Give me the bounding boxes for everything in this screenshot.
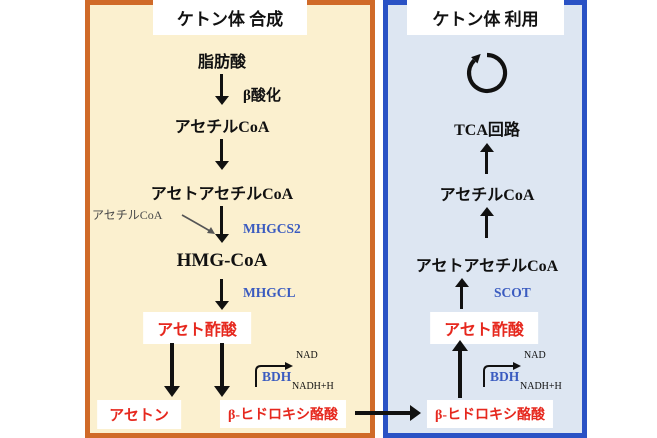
synthesis-title: ケトン体 合成 xyxy=(153,0,307,35)
arrow-acetoacetate-to-acetoacetylcoa xyxy=(460,287,463,309)
arrow-acetoacetylcoa-to-hmgcoa xyxy=(220,206,223,234)
arrow-hmgcoa-to-acetoacetate xyxy=(220,279,223,301)
node-acetoacetate-left: アセト酢酸 xyxy=(143,312,251,344)
tca-cycle-arrow-icon xyxy=(466,52,508,94)
node-acetyl-coa-left: アセチルCoA xyxy=(174,119,270,136)
label-acetyl-coa-side: アセチルCoA xyxy=(92,208,163,222)
cofactor-bent-arrow-icon xyxy=(255,362,293,387)
enzyme-bdh-right: BDH xyxy=(490,369,520,384)
arrow-bhb-to-acetoacetate xyxy=(458,351,462,398)
utilization-title: ケトン体 利用 xyxy=(407,0,564,35)
label-nadh-right: NADH+H xyxy=(520,381,562,392)
node-tca-cycle: TCA回路 xyxy=(454,122,520,139)
node-hmg-coa: HMG-CoA xyxy=(176,250,268,271)
node-acetoacetyl-coa-right: アセトアセチルCoA xyxy=(415,258,559,275)
node-bhb-left: β-ヒドロキシ酪酸 xyxy=(219,400,347,428)
bdh-reaction-group-left: NAD BDH NADH+H xyxy=(250,350,354,396)
arrow-bhb-transfer xyxy=(355,411,411,415)
arrow-acetylcoa-to-tca xyxy=(485,152,488,174)
arrow-fattyacid-to-acetylcoa xyxy=(220,74,223,96)
node-acetone: アセトン xyxy=(97,400,181,429)
curved-arrow-acetylcoa-join-icon xyxy=(181,214,215,234)
arrow-acetylcoa-to-acetoacetylcoa xyxy=(220,139,223,161)
bdh-reaction-group-right: NAD BDH NADH+H xyxy=(478,350,582,396)
arrow-acetoacetate-to-acetone xyxy=(170,343,174,386)
arrow-acetoacetate-to-bhb-left xyxy=(220,343,224,386)
label-beta-oxidation: β酸化 xyxy=(243,88,281,104)
label-nad-left: NAD xyxy=(296,350,318,361)
cofactor-bent-arrow-icon xyxy=(483,362,521,387)
label-nadh-left: NADH+H xyxy=(292,381,334,392)
node-acetoacetyl-coa-left: アセトアセチルCoA xyxy=(150,186,294,203)
node-acetoacetate-right: アセト酢酸 xyxy=(430,312,538,344)
label-nad-right: NAD xyxy=(524,350,546,361)
enzyme-mhgcl: MHGCL xyxy=(243,285,296,300)
enzyme-scot: SCOT xyxy=(494,285,531,300)
enzyme-bdh-left: BDH xyxy=(262,369,292,384)
synthesis-panel xyxy=(85,0,375,438)
node-acetyl-coa-right: アセチルCoA xyxy=(439,187,535,204)
node-bhb-right: β-ヒドロキシ酪酸 xyxy=(426,400,554,428)
arrow-acetoacetylcoa-to-acetylcoa xyxy=(485,216,488,238)
enzyme-mhgcs2: MHGCS2 xyxy=(243,221,301,236)
node-fatty-acid: 脂肪酸 xyxy=(197,54,247,71)
